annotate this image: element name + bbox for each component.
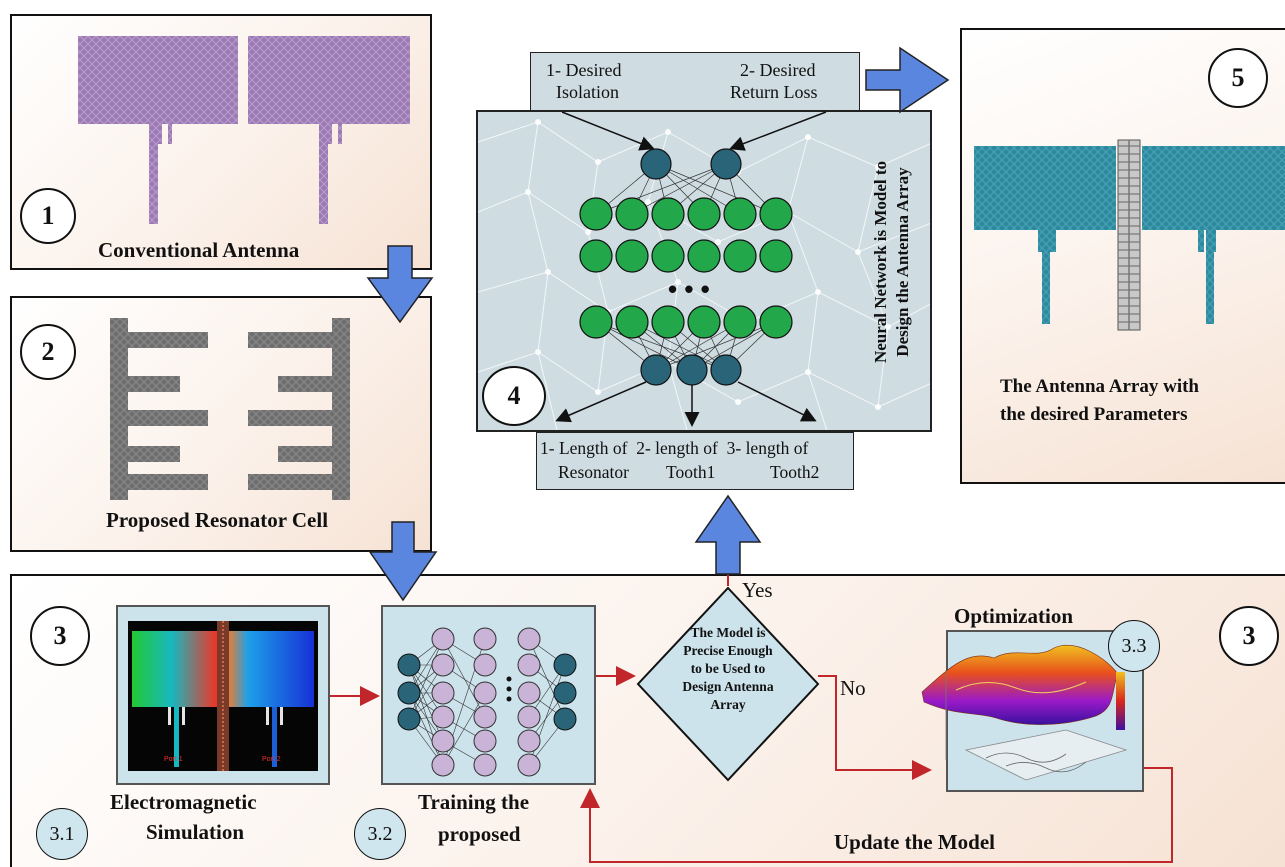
step-number-4: 4	[482, 366, 546, 426]
nn-output-arrows	[555, 381, 817, 427]
nn-side-label-line1: Neural Network is Model to	[871, 161, 890, 363]
panel4-inputs-box	[530, 52, 860, 112]
step-number-3-3: 3.3	[1108, 620, 1160, 672]
decision-line1: The Model is	[690, 625, 766, 640]
panel-conventional-antenna: 1 Conventional Antenna	[10, 14, 432, 270]
array-feed-left	[1042, 230, 1050, 324]
nn-dots: • • •	[668, 274, 710, 304]
feedline-left	[149, 124, 158, 224]
blue-arrow-4-to-5	[865, 46, 950, 114]
array-feed-right	[1206, 230, 1214, 324]
feedline-right	[319, 124, 328, 224]
port1-label: Port 1	[164, 756, 183, 763]
resonator-left	[110, 318, 208, 500]
output2-label: Tooth1	[666, 462, 716, 482]
blue-arrow-yes-to-4	[694, 494, 762, 575]
panel2-label: Proposed Resonator Cell	[106, 508, 329, 532]
step32-label-line1: Training the	[418, 790, 530, 814]
conventional-antenna-drawing	[78, 36, 410, 224]
neural-network-diagram: • • •	[555, 111, 827, 427]
step-number-1: 1	[20, 188, 76, 244]
optimization-surface-plot	[921, 645, 1128, 781]
output3-label: Tooth2	[770, 462, 820, 482]
panel4-outputs-box	[536, 432, 854, 490]
nn-output-nodes	[640, 354, 742, 386]
decision-line5: Array	[710, 697, 746, 712]
step-number-5: 5	[1208, 48, 1268, 108]
output1-label: Resonator	[558, 462, 629, 482]
nn-side-label: Neural Network is Model to Design the An…	[871, 161, 912, 363]
array-patch-right	[1142, 146, 1285, 252]
output-header: 1- Length of 2- length of 3- length of	[540, 438, 809, 458]
port2-label: Port 2	[262, 756, 281, 763]
step31-label-line1: Electromagnetic	[110, 790, 257, 814]
antenna-patch-left	[78, 36, 238, 144]
training-output-nodes	[553, 653, 577, 731]
input1-line2: Isolation	[556, 82, 619, 102]
em-simulation-frame: Port 1 Port 2	[116, 605, 330, 785]
decision-yes-label: Yes	[742, 578, 773, 602]
input2-line1: 2- Desired	[740, 60, 816, 80]
nn-side-label-line2: Design the Antenna Array	[893, 167, 912, 357]
training-input-nodes	[397, 653, 421, 731]
resonator-cell-drawing	[110, 318, 350, 500]
nn-input-arrows	[561, 111, 827, 151]
step-number-3-left: 3	[30, 606, 90, 666]
decision-line3: to be Used to	[690, 661, 766, 676]
panel5-label-line1: The Antenna Array with	[1000, 376, 1199, 397]
antenna-array-drawing	[974, 139, 1285, 331]
step-number-3-2: 3.2	[354, 808, 406, 860]
training-dots	[506, 676, 512, 702]
panel5-label-line2: the desired Parameters	[1000, 404, 1188, 425]
array-patch-left	[974, 146, 1116, 252]
step-number-3-right: 3	[1219, 606, 1279, 666]
nn-hidden-layer-3	[579, 305, 793, 339]
step31-label-line2: Simulation	[146, 820, 245, 844]
decision-line4: Design Antenna	[682, 679, 774, 694]
decision-line2: Precise Enough	[683, 643, 773, 658]
panel1-label: Conventional Antenna	[98, 238, 300, 262]
nn-input-nodes	[640, 148, 742, 180]
em-simulation-image: Port 1 Port 2	[128, 621, 318, 771]
update-model-label: Update the Model	[834, 830, 995, 854]
antenna-patch-right	[248, 36, 410, 144]
step-number-3-1: 3.1	[36, 808, 88, 860]
step32-label-line2: proposed	[438, 822, 521, 846]
decision-no-label: No	[840, 676, 866, 700]
input1-line1: 1- Desired	[546, 60, 622, 80]
nn-hidden-layer-2	[579, 239, 793, 273]
input2-line2: Return Loss	[730, 82, 818, 102]
training-network-diagram	[397, 627, 577, 777]
step33-label: Optimization	[954, 604, 1073, 628]
training-hidden-nodes	[431, 627, 541, 777]
panel-resonator-cell: 2 Proposed Resonator Cell	[10, 296, 432, 552]
decision-text: The Model is Precise Enough to be Used t…	[646, 624, 810, 714]
nn-hidden-layer-1	[579, 197, 793, 231]
resonator-right	[248, 318, 350, 500]
step-number-2: 2	[20, 324, 76, 380]
